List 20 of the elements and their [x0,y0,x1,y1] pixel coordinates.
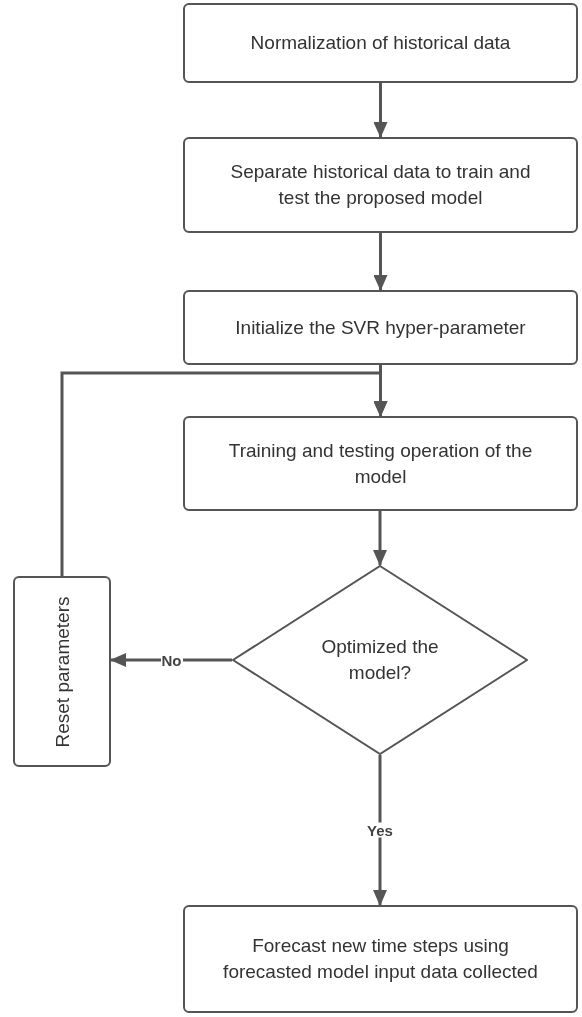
node-text: Training and testing operation of the model [227,438,534,489]
node-text: Normalization of historical data [249,31,512,55]
edge-label: Yes [366,822,394,838]
node-text: Reset parameters [50,596,74,747]
node-text: Initialize the SVR hyper-parameter [234,315,527,340]
node-text: Separate historical data to train and test the proposed model [229,160,532,210]
node-text: Forecast new time steps using forecasted model input data collected [222,934,539,984]
arrow [373,511,387,566]
arrow [60,371,388,576]
process-box [183,3,578,83]
node-text: Optimized the model? [320,635,440,685]
process-box [13,576,111,767]
arrow [373,755,387,906]
arrow [373,83,388,138]
process-box [183,137,578,233]
process-box [183,290,578,365]
process-box [183,416,578,511]
decision-diamond [232,565,528,755]
process-box [183,905,578,1013]
arrow [373,233,388,291]
